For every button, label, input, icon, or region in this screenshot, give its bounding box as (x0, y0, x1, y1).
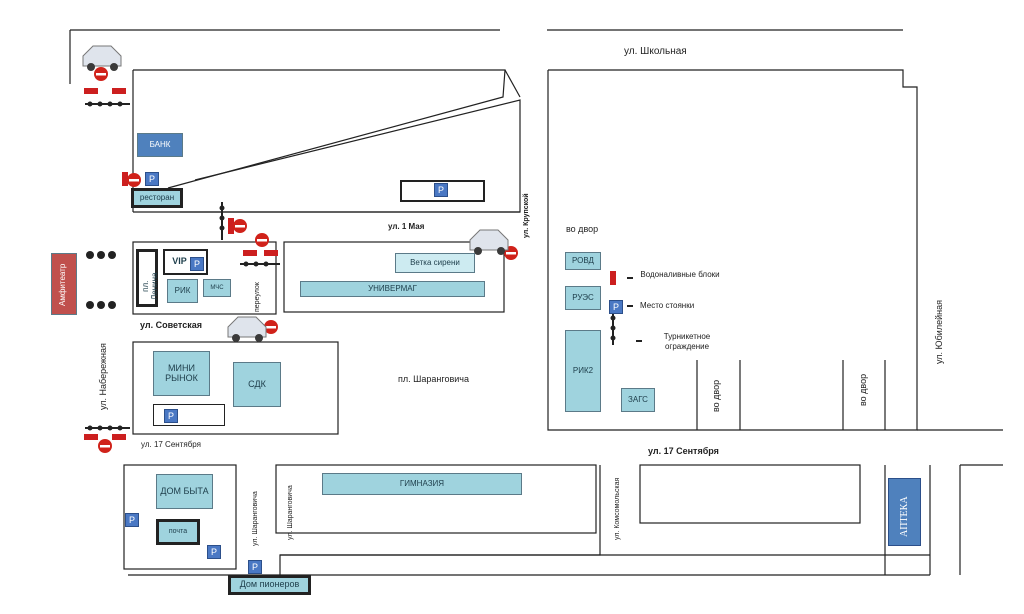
water-block (84, 434, 98, 440)
legend-dash (636, 340, 642, 342)
dom-pionerov-building: Дом пионеров (228, 575, 311, 595)
apteka-building: АПТЕКА (888, 478, 921, 546)
gimnaziya-building: ГИМНАЗИЯ (322, 473, 522, 495)
rik2-building: РИК2 (565, 330, 601, 412)
street-shkolnaya: ул. Школьная (624, 46, 687, 57)
block-sdk (132, 341, 339, 435)
water-block (122, 172, 128, 186)
water-block (228, 218, 234, 234)
block-mid-bottom (639, 464, 861, 524)
parking-icon: P (609, 300, 623, 314)
legend: Водоналивные блоки Место стоянки Турнике… (622, 268, 722, 358)
block-lenina (132, 241, 277, 315)
street-1-maya: ул. 1 Мая (388, 222, 425, 231)
legend-dash (627, 277, 633, 279)
street-sharangovicha-2: ул. Шаранговича (287, 485, 294, 540)
water-block (243, 250, 257, 256)
street-yubileynaya: ул. Юбилейная (934, 300, 944, 364)
univermag-building: УНИВЕРМАГ (300, 281, 485, 297)
vo-dvor-1: во двор (711, 379, 721, 412)
street-sharangovicha: ул. Шаранговича (252, 491, 259, 546)
vip-label: VIP (172, 256, 187, 267)
ruec-building: РУЭС (565, 286, 601, 310)
zags-building: ЗАГС (621, 388, 655, 412)
vo-dvor-top: во двор (566, 224, 599, 234)
vo-dvor-2: во двор (858, 373, 868, 406)
block-dom-byta (123, 464, 237, 570)
mchs-building: МЧС (203, 279, 231, 297)
pochta-building: почта (156, 519, 200, 545)
block-gimnaziya (275, 464, 597, 534)
legend-turnstile: Турникетное ограждение (663, 332, 711, 351)
square-sharangovicha: пл. Шаранговича (398, 374, 469, 384)
bank-building: БАНК (137, 133, 183, 157)
water-block (112, 434, 126, 440)
water-block (84, 88, 98, 94)
legend-water-blocks: Водоналивные блоки (640, 270, 720, 279)
parking-icon: P (125, 513, 139, 527)
rovd-building: РОВД (565, 252, 601, 270)
dom-byta-building: ДОМ БЫТА (156, 474, 213, 509)
block-univermag (283, 241, 505, 313)
amfiteatr-label: Амфитеатр (58, 263, 67, 306)
parking-icon: P (145, 172, 159, 186)
vetka-sireni-building: Ветка сирени (395, 253, 475, 273)
street-sovetskaya: ул. Советская (140, 320, 202, 330)
no-entry-icon (94, 67, 518, 453)
water-block (610, 271, 616, 285)
street-17-sentyabrya-right: ул. 17 Сентября (648, 446, 719, 456)
street-naberezhnaya: ул. Набережная (98, 343, 108, 410)
amfiteatr-building: Амфитеатр (51, 253, 77, 315)
mini-rynok-building: МИНИ РЫНОК (153, 351, 210, 396)
sdk-building: СДК (233, 362, 281, 407)
pereulok-label: переулок (254, 282, 261, 312)
parking-icon: P (190, 257, 204, 271)
pl-lenina-label: пл. Ленина (141, 272, 159, 300)
parking-icon: P (248, 560, 262, 574)
street-komsomolskaya: ул. Комсомольская (614, 477, 621, 540)
street-17-sentyabrya-left: ул. 17 Сентября (141, 440, 201, 449)
block-outline (133, 69, 506, 189)
water-block (112, 88, 126, 94)
parking-icon: P (434, 183, 448, 197)
parking-icon: P (207, 545, 221, 559)
rik-building: РИК (167, 279, 198, 303)
restaurant-building: ресторан (131, 188, 183, 208)
apteka-label: АПТЕКА (899, 496, 910, 537)
pl-lenina-box: пл. Ленина (136, 249, 159, 307)
street-krupskoy: ул. Крупской (523, 193, 530, 238)
legend-parking: Место стоянки (640, 301, 695, 310)
police-car-icon (82, 45, 509, 338)
water-block (264, 250, 278, 256)
block-right (547, 69, 918, 431)
vip-box: VIP (163, 249, 208, 275)
legend-dash (627, 305, 633, 307)
parking-icon: P (164, 409, 178, 423)
